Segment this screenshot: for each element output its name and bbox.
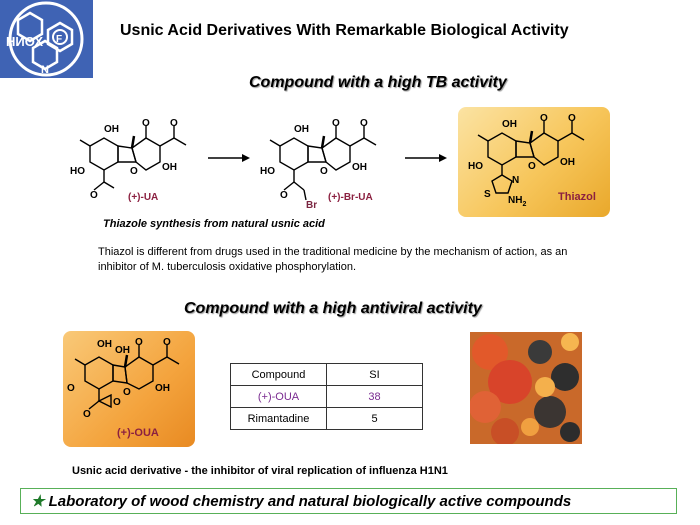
svg-text:НИОХ: НИОХ: [6, 34, 43, 49]
influenza-virus-micrograph: [470, 332, 582, 444]
star-icon: ★: [31, 493, 45, 510]
reaction-arrow: [405, 154, 447, 162]
oua-structure: OH OH O O O O OH O O: [67, 337, 192, 422]
thiazol-description: Thiazol is different from drugs used in …: [98, 246, 568, 273]
thiazol-label: Thiazol: [558, 191, 596, 203]
table-header-row: Compound SI: [230, 363, 423, 386]
footer-lab-name: Laboratory of wood chemistry and natural…: [48, 493, 572, 510]
antiviral-section-heading: Compound with a high antiviral activity: [184, 300, 482, 317]
selectivity-index-table: Compound SI (+)-OUA 38 Rimantadine 5: [230, 363, 423, 430]
tb-section-heading: Compound with a high TB activity: [249, 74, 507, 91]
institute-logo: НИОХ F N: [0, 0, 93, 78]
oua-highlight-box: OH OH O O O O OH O O (+)-OUA: [63, 331, 195, 447]
ua-label: (+)-UA: [128, 192, 159, 203]
svg-text:N: N: [41, 64, 49, 76]
thiazol-structure: OH O O HO O OH N S NH2 Thiazol: [468, 113, 596, 208]
slide-title: Usnic Acid Derivatives With Remarkable B…: [120, 22, 569, 39]
table-header-compound: Compound: [230, 363, 327, 386]
table-header-si: SI: [326, 363, 423, 386]
table-cell-compound: Rimantadine: [230, 407, 327, 430]
usnic-acid-structure: OH O O HO O OH O (+)-UA: [70, 118, 200, 203]
table-row: Rimantadine 5: [230, 407, 423, 430]
antiviral-caption: Usnic acid derivative - the inhibitor of…: [72, 465, 448, 477]
table-cell-si: 38: [326, 385, 423, 408]
footer-banner: ★ Laboratory of wood chemistry and natur…: [20, 488, 677, 514]
table-row: (+)-OUA 38: [230, 385, 423, 408]
thiazol-highlight-box: OH O O HO O OH N S NH2 Thiazol: [458, 107, 610, 217]
reaction-arrow: [208, 154, 250, 162]
thiazole-synthesis-caption: Thiazole synthesis from natural usnic ac…: [103, 218, 325, 230]
table-cell-compound: (+)-OUA: [230, 385, 327, 408]
oua-label: (+)-OUA: [117, 427, 159, 439]
bromo-usnic-acid-structure: OH O O HO O OH O Br (+)-Br-UA: [260, 118, 390, 213]
svg-text:F: F: [56, 34, 62, 45]
table-cell-si: 5: [326, 407, 423, 430]
br-ua-label: (+)-Br-UA: [328, 192, 373, 203]
